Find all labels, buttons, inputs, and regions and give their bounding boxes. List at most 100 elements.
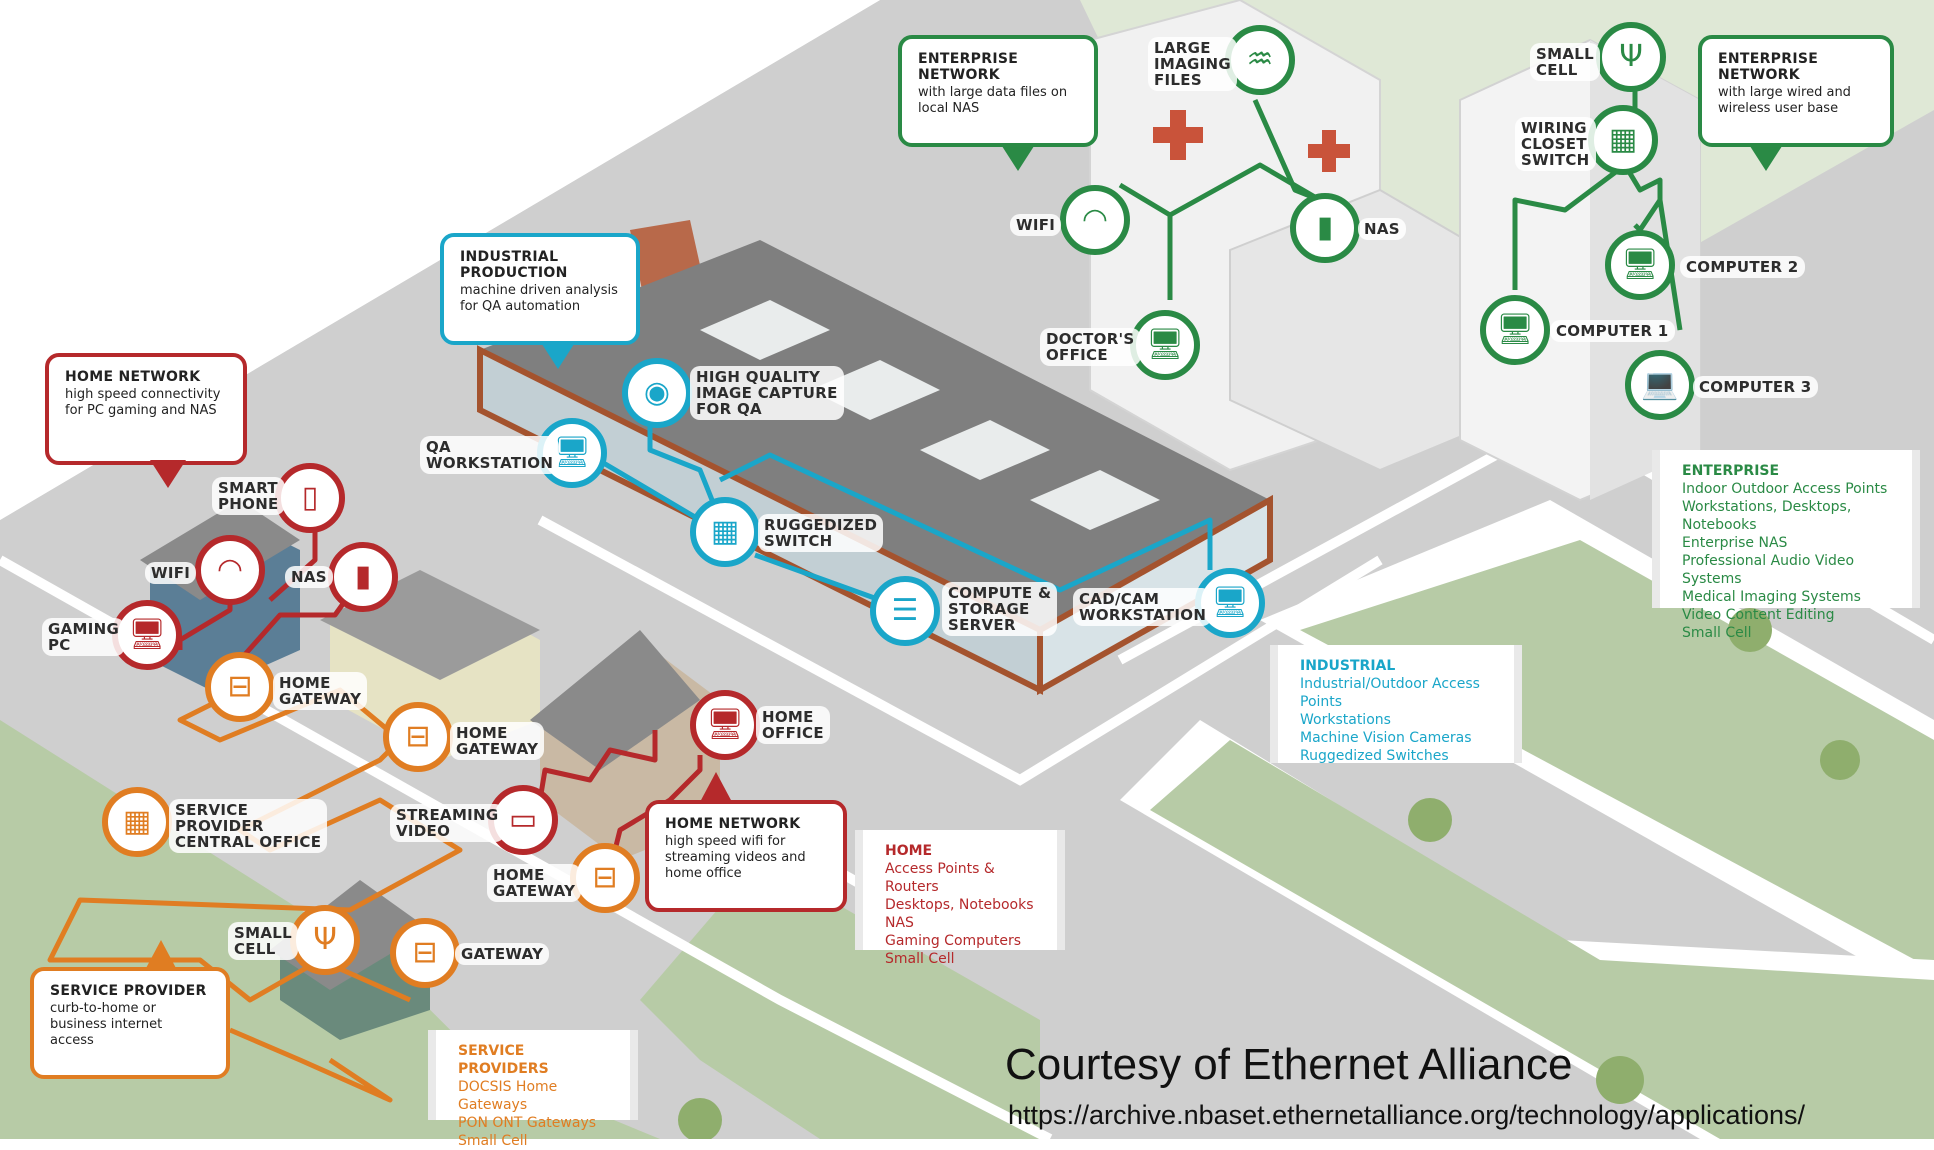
chip-icon: ▦ — [710, 514, 740, 549]
xray-icon: ♒ — [1246, 42, 1274, 77]
wiring-closet-node: ▦ — [1588, 105, 1658, 175]
credit-text: Courtesy of Ethernet Alliance — [1005, 1040, 1573, 1089]
list-item: Machine Vision Cameras — [1300, 730, 1472, 746]
list-item: Gaming Computers — [885, 933, 1022, 949]
enterprise-nas-bubble: ENTERPRISE NETWORK with large data files… — [898, 35, 1098, 147]
desktop-computer-icon: 🖥 — [1145, 327, 1185, 362]
service-providers-list-card: SERVICE PROVIDERS DOCSIS Home Gateways P… — [428, 1030, 638, 1149]
bubble-description: curb-to-home or business internet access — [50, 1001, 163, 1048]
industrial-list-card: INDUSTRIAL Industrial/Outdoor Access Poi… — [1270, 645, 1522, 764]
list-item: Ruggedized Switches — [1300, 748, 1449, 764]
bubble-tail — [150, 460, 186, 488]
wifi-home-label: WIFI — [145, 562, 197, 584]
camera-icon: ◉ — [643, 375, 671, 410]
industrial-production-bubble: INDUSTRIAL PRODUCTION machine driven ana… — [440, 233, 640, 345]
computer-2-node: 🖥 — [1605, 230, 1675, 300]
bubble-tail — [145, 940, 177, 970]
antenna-icon: Ψ — [1619, 39, 1643, 74]
compute-storage-node: ☰ — [870, 576, 940, 646]
credit-url: https://archive.nbaset.ethernetalliance.… — [1008, 1100, 1806, 1130]
list-item: Access Points & Routers — [885, 861, 995, 895]
laptop-icon: 💻 — [1641, 367, 1679, 402]
nas-ent-label: NAS — [1358, 218, 1406, 240]
list-item: Workstations, Desktops, Notebooks — [1682, 499, 1852, 533]
gateway-node: ⊟ — [390, 918, 460, 988]
nas-home-node: ▮ — [328, 542, 398, 612]
desktop-computer-icon: 🖥 — [552, 435, 592, 470]
home-gateway-2-label: HOME GATEWAY — [450, 722, 545, 760]
list-item: Enterprise NAS — [1682, 535, 1788, 551]
home-network-gaming-bubble: HOME NETWORK high speed connectivity for… — [45, 353, 247, 465]
smart-phone-node: ▯ — [275, 463, 345, 533]
list-title: INDUSTRIAL — [1300, 658, 1396, 674]
streaming-video-node: ▭ — [488, 785, 558, 855]
bubble-title: HOME NETWORK — [65, 369, 201, 385]
small-cell-home-label: SMALL CELL — [228, 922, 298, 960]
bubble-tail — [540, 341, 576, 369]
nas-ent-node: ▮ — [1290, 193, 1360, 263]
small-cell-home-node: Ψ — [290, 905, 360, 975]
list-item: Industrial/Outdoor Access Points — [1300, 676, 1480, 710]
list-item: PON ONT Gateways — [458, 1115, 597, 1131]
service-provider-co-label: SERVICE PROVIDER CENTRAL OFFICE — [169, 799, 328, 853]
home-gateway-2-node: ⊟ — [383, 702, 453, 772]
list-title: SERVICE PROVIDERS — [458, 1043, 549, 1077]
doctors-office-label: DOCTOR'S OFFICE — [1040, 328, 1141, 366]
compute-storage-label: COMPUTE & STORAGE SERVER — [942, 582, 1058, 636]
desktop-computer-icon: 🖥 — [1210, 585, 1250, 620]
nas-icon: ▮ — [354, 559, 372, 594]
bubble-description: machine driven analysis for QA automatio… — [460, 283, 618, 314]
bubble-title: HOME NETWORK — [665, 816, 801, 832]
home-list-card: HOME Access Points & Routers Desktops, N… — [855, 830, 1065, 967]
bubble-description: high speed connectivity for PC gaming an… — [65, 387, 221, 418]
home-gateway-3-label: HOME GATEWAY — [487, 864, 582, 902]
bubble-tail — [1748, 143, 1784, 171]
streaming-video-label: STREAMING VIDEO — [390, 804, 505, 842]
bubble-tail — [1000, 143, 1036, 171]
smartphone-icon: ▯ — [301, 480, 319, 515]
wiring-closet-label: WIRING CLOSET SWITCH — [1515, 117, 1596, 171]
list-item: Medical Imaging Systems — [1682, 589, 1861, 605]
enterprise-list-card: ENTERPRISE Indoor Outdoor Access Points … — [1652, 450, 1920, 641]
chip-icon: ▦ — [1608, 122, 1638, 157]
bubble-tail — [700, 772, 732, 802]
enterprise-users-bubble: ENTERPRISE NETWORK with large wired and … — [1698, 35, 1894, 147]
ruggedized-switch-label: RUGGEDIZED SWITCH — [758, 514, 884, 552]
home-gateway-1-label: HOME GATEWAY — [273, 672, 368, 710]
router-icon: ⊟ — [405, 719, 431, 754]
list-item: Small Cell — [885, 951, 955, 967]
bubble-description: with large data files on local NAS — [918, 85, 1068, 116]
service-provider-bubble: SERVICE PROVIDER curb-to-home or busines… — [30, 967, 230, 1079]
nas-home-label: NAS — [285, 566, 333, 588]
list-item: Workstations — [1300, 712, 1391, 728]
list-item: Indoor Outdoor Access Points — [1682, 481, 1888, 497]
wifi-home-node: ◠ — [195, 535, 265, 605]
list-item: Professional Audio Video Systems — [1682, 553, 1855, 587]
wifi-ent-node: ◠ — [1060, 185, 1130, 255]
computer-3-label: COMPUTER 3 — [1693, 376, 1818, 398]
desktop-computer-icon: 🖥 — [1620, 247, 1660, 282]
smart-phone-label: SMART PHONE — [212, 477, 285, 515]
bubble-description: high speed wifi for streaming videos and… — [665, 834, 806, 881]
home-network-wifi-bubble: HOME NETWORK high speed wifi for streami… — [645, 800, 847, 912]
tv-icon: ▭ — [508, 802, 538, 837]
computer-1-node: 🖥 — [1480, 295, 1550, 365]
bubble-title: SERVICE PROVIDER — [50, 983, 207, 999]
nas-icon: ▮ — [1316, 210, 1334, 245]
small-cell-ent-node: Ψ — [1596, 22, 1666, 92]
computer-2-label: COMPUTER 2 — [1680, 256, 1805, 278]
home-office-label: HOME OFFICE — [756, 706, 830, 744]
list-title: ENTERPRISE — [1682, 463, 1780, 479]
bubble-title: ENTERPRISE NETWORK — [1718, 51, 1819, 83]
small-cell-ent-label: SMALL CELL — [1530, 43, 1600, 81]
gaming-pc-label: GAMING PC — [42, 618, 126, 656]
large-imaging-label: LARGE IMAGING FILES — [1148, 37, 1237, 91]
router-icon: ⊟ — [227, 669, 253, 704]
home-gateway-1-node: ⊟ — [205, 652, 275, 722]
qa-workstation-label: QA WORKSTATION — [420, 436, 560, 474]
wifi-icon: ◠ — [1081, 202, 1109, 237]
list-item: Desktops, Notebooks — [885, 897, 1034, 913]
bubble-description: with large wired and wireless user base — [1718, 85, 1851, 116]
wifi-ent-label: WIFI — [1010, 214, 1062, 236]
list-item: Video Content Editing — [1682, 607, 1835, 623]
